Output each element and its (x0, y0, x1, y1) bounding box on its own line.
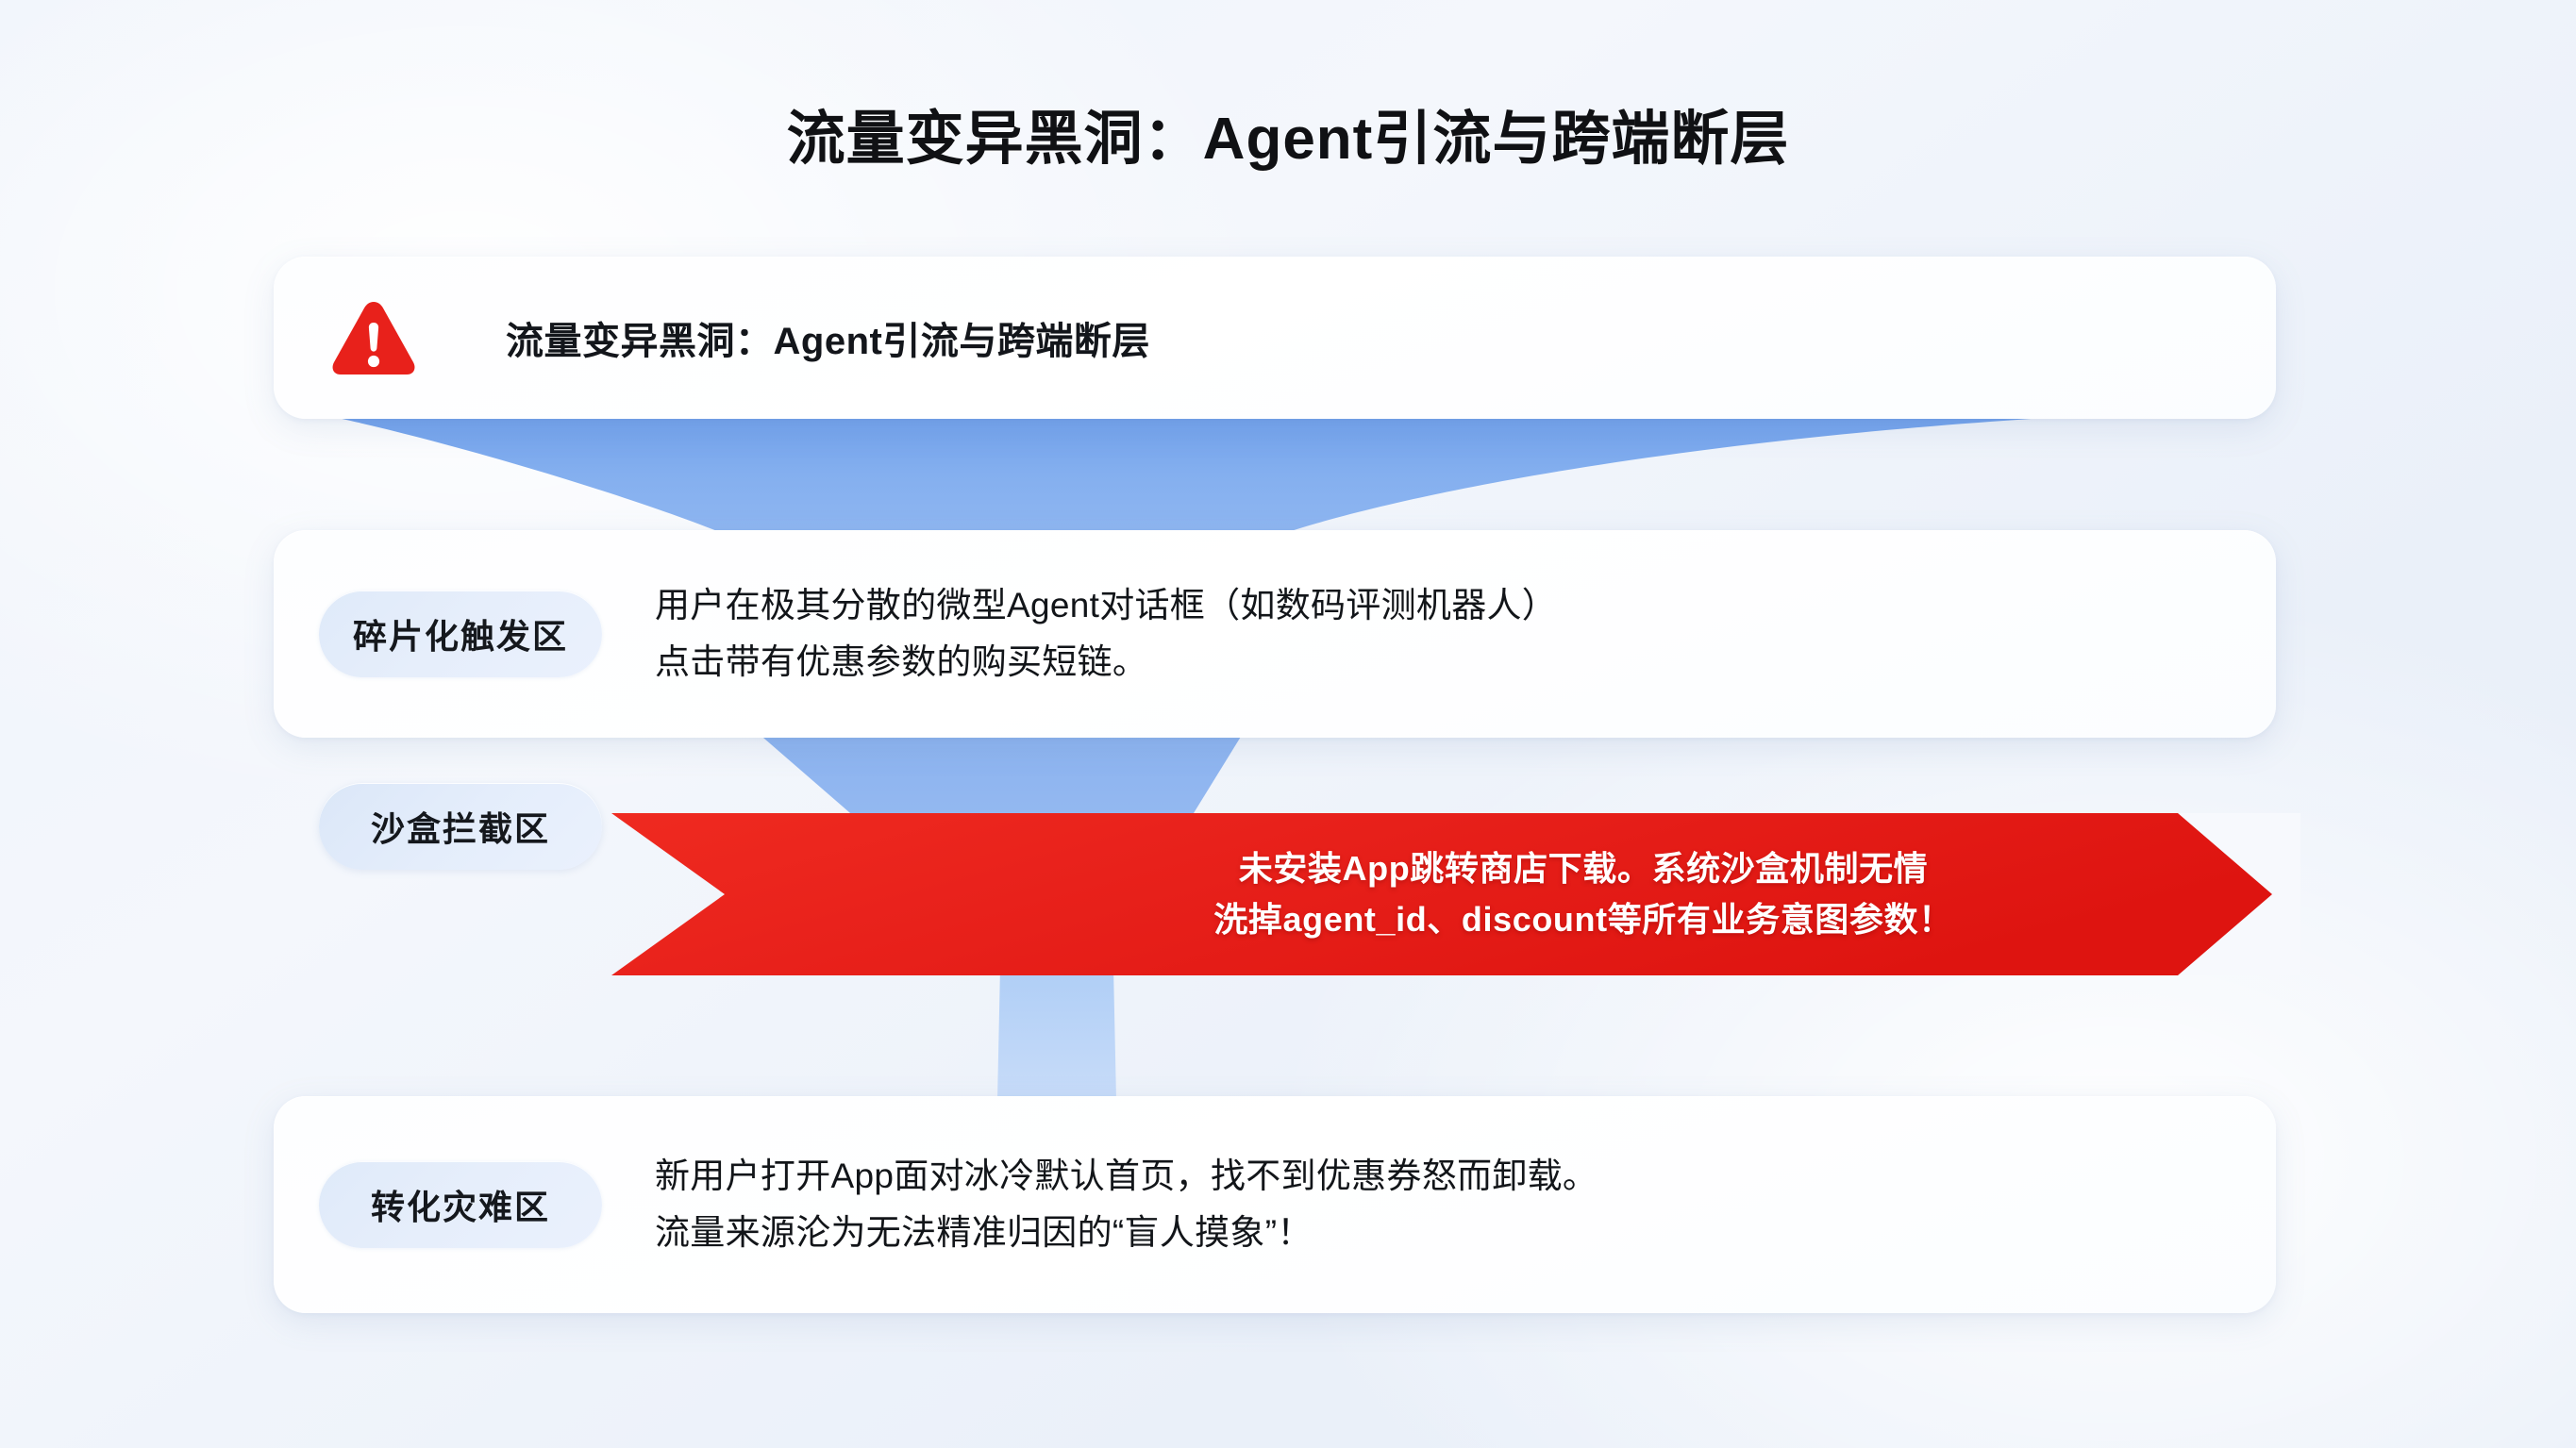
page-title: 流量变异黑洞：Agent引流与跨端断层 (786, 107, 1790, 172)
header-card-text: 流量变异黑洞：Agent引流与跨端断层 (506, 321, 1150, 362)
ribbon-left-notch (611, 813, 2300, 975)
ribbon-right-notch (2178, 813, 2300, 975)
stage-card-conversion-disaster: 转化灾难区 新用户打开App面对冰冷默认首页，找不到优惠券怒而卸载。 流量来源沦… (274, 1096, 2276, 1313)
stage-body-line: 用户在极其分散的微型Agent对话框（如数码评测机器人） (655, 586, 1558, 625)
stage-body-line: 点击带有优惠参数的购买短链。 (655, 642, 1148, 681)
stage-card-fragmented-trigger: 碎片化触发区 用户在极其分散的微型Agent对话框（如数码评测机器人） 点击带有… (274, 530, 2276, 738)
stage-body-fragmented-trigger: 用户在极其分散的微型Agent对话框（如数码评测机器人） 点击带有优惠参数的购买… (655, 577, 1557, 691)
funnel-segment-neck (997, 968, 1116, 1100)
header-card: 流量变异黑洞：Agent引流与跨端断层 (274, 257, 2276, 419)
warning-triangle-icon (328, 296, 419, 379)
stage-body-conversion-disaster: 新用户打开App面对冰冷默认首页，找不到优惠券怒而卸载。 流量来源沦为无法精准归… (655, 1148, 1597, 1261)
stage-label-conversion-disaster: 转化灾难区 (319, 1161, 602, 1248)
stage-label-fragmented-trigger: 碎片化触发区 (319, 591, 602, 677)
stage-body-line: 新用户打开App面对冰冷默认首页，找不到优惠券怒而卸载。 (655, 1157, 1598, 1196)
stage-body-line: 流量来源沦为无法精准归因的“盲人摸象”！ (655, 1213, 1313, 1252)
stage-label-sandbox-intercept: 沙盒拦截区 (319, 783, 602, 870)
alert-ribbon-banner (611, 813, 2300, 975)
